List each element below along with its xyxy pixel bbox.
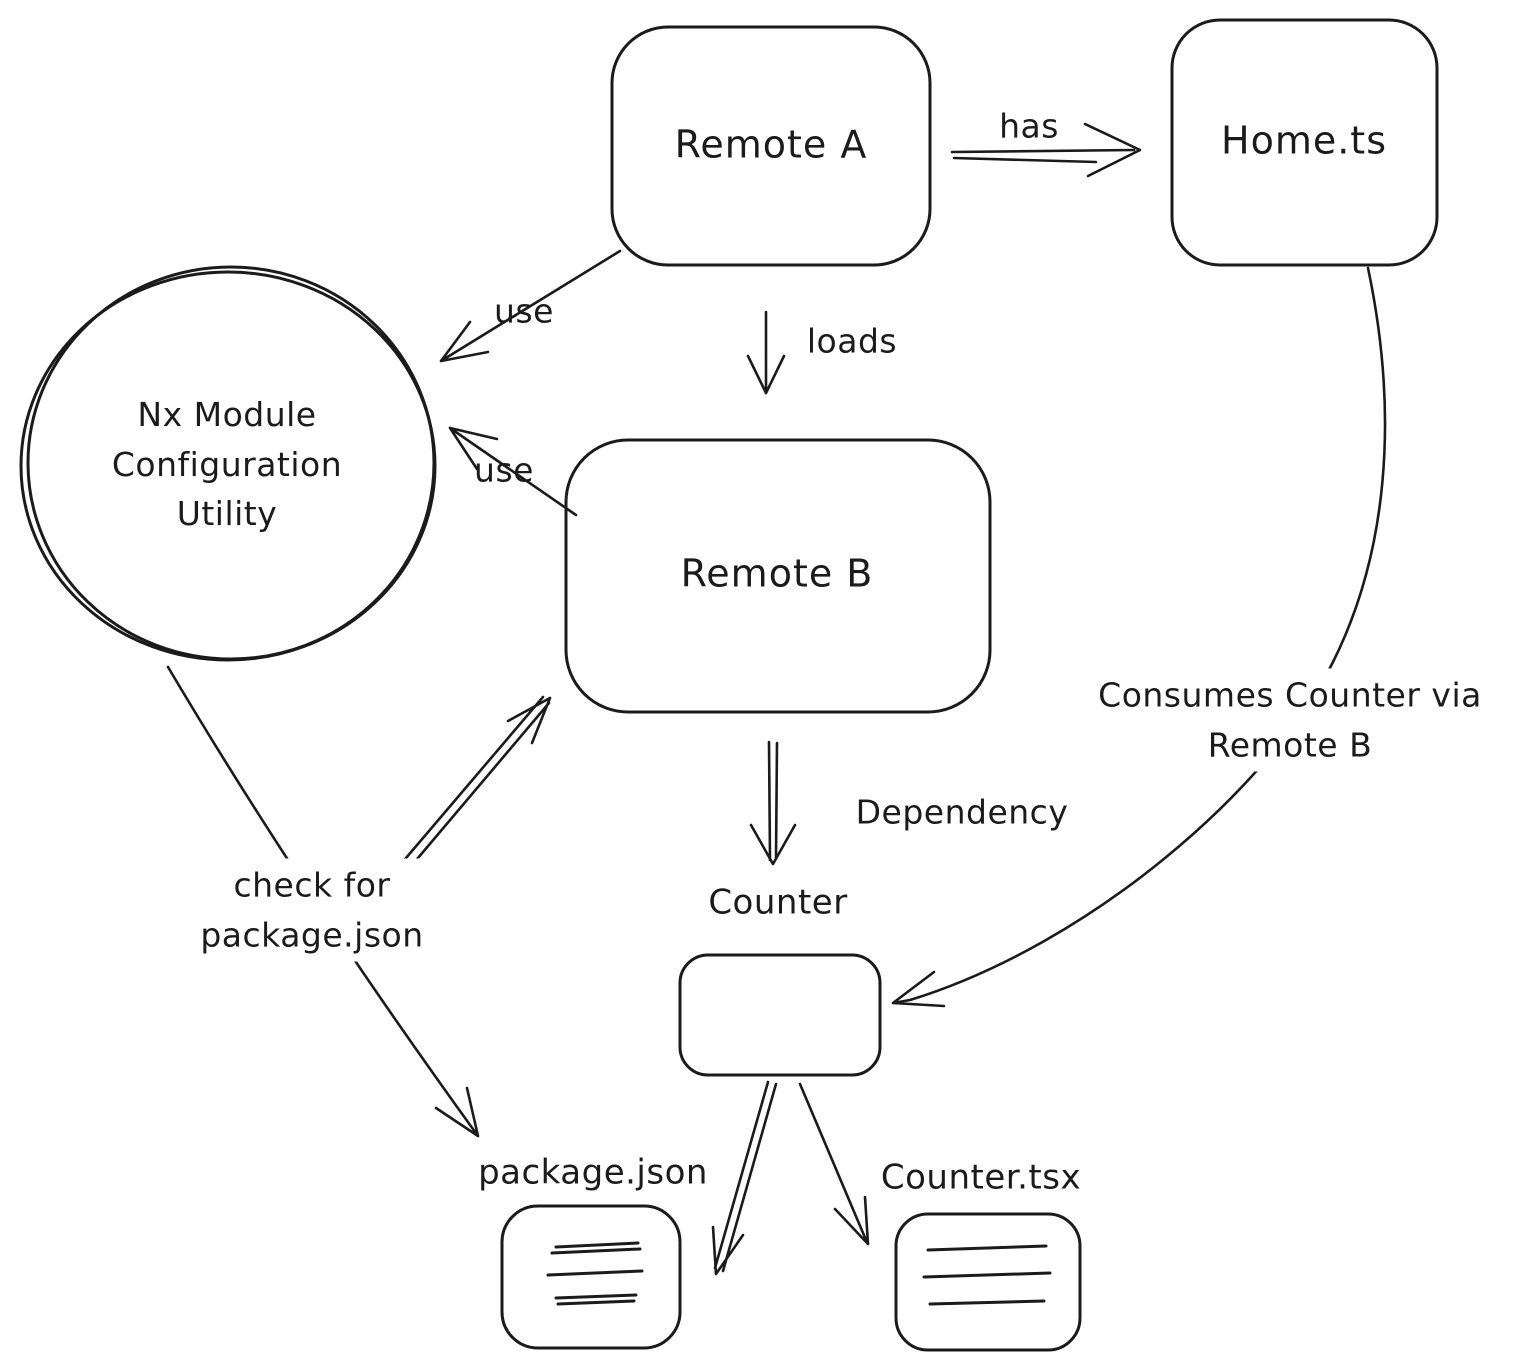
edge-check-label: check for package.json xyxy=(190,858,434,962)
edge-use-b-arrow xyxy=(448,426,578,517)
edge-to-remote-b-arrow xyxy=(387,695,552,886)
edge-check-label-line1: check for xyxy=(233,865,391,905)
counter-tsx-box xyxy=(894,1212,1082,1352)
home-ts-label: Home.ts xyxy=(1221,118,1387,163)
edge-has-arrow xyxy=(950,122,1142,178)
counter-label: Counter xyxy=(708,882,848,923)
counter-tsx-node xyxy=(894,1212,1082,1352)
edge-consumes-label-line2: Remote B xyxy=(1207,725,1373,764)
edge-dependency-label: Dependency xyxy=(855,792,1069,832)
nx-utility-label-line1: Nx Module xyxy=(137,394,317,434)
package-json-doc-lines-icon xyxy=(546,1241,644,1306)
counter-tsx-label: Counter.tsx xyxy=(880,1157,1082,1198)
nx-utility-label-line3: Utility xyxy=(176,493,278,533)
remote-b-label: Remote B xyxy=(680,551,874,596)
edge-loads-arrow xyxy=(746,310,786,395)
edge-has-label: has xyxy=(999,106,1059,146)
edge-counter-package-arrow xyxy=(711,1080,778,1276)
package-json-label: package.json xyxy=(478,1152,708,1193)
nx-utility-node xyxy=(19,265,437,662)
counter-node xyxy=(678,953,882,1077)
edge-check-label-line2: package.json xyxy=(200,915,424,954)
edge-loads-label: loads xyxy=(806,321,898,361)
home-ts-node xyxy=(1170,18,1439,267)
edge-use-a-label: use xyxy=(494,291,554,331)
package-json-box xyxy=(500,1204,682,1350)
edge-consumes-label-line1: Consumes Counter via xyxy=(1098,675,1482,715)
remote-a-label: Remote A xyxy=(674,122,868,167)
remote-b-node xyxy=(564,438,992,714)
edge-use-a-arrow xyxy=(439,249,622,363)
node-shapes-group xyxy=(19,18,1439,1352)
package-json-node xyxy=(500,1204,682,1350)
edge-use-b-label: use xyxy=(474,450,534,490)
nx-utility-label: Nx Module Configuration Utility xyxy=(112,390,342,539)
edge-dependency-arrow xyxy=(749,740,797,866)
nx-utility-circle-inner xyxy=(26,265,436,661)
edge-consumes-label: Consumes Counter via Remote B xyxy=(1088,668,1492,772)
remote-a-node xyxy=(610,25,932,267)
edge-consumes-arrow xyxy=(891,266,1387,1008)
counter-tsx-doc-lines-icon xyxy=(922,1244,1052,1306)
nx-utility-label-line2: Configuration xyxy=(111,444,343,484)
edge-counter-tsx-arrow xyxy=(798,1082,870,1246)
